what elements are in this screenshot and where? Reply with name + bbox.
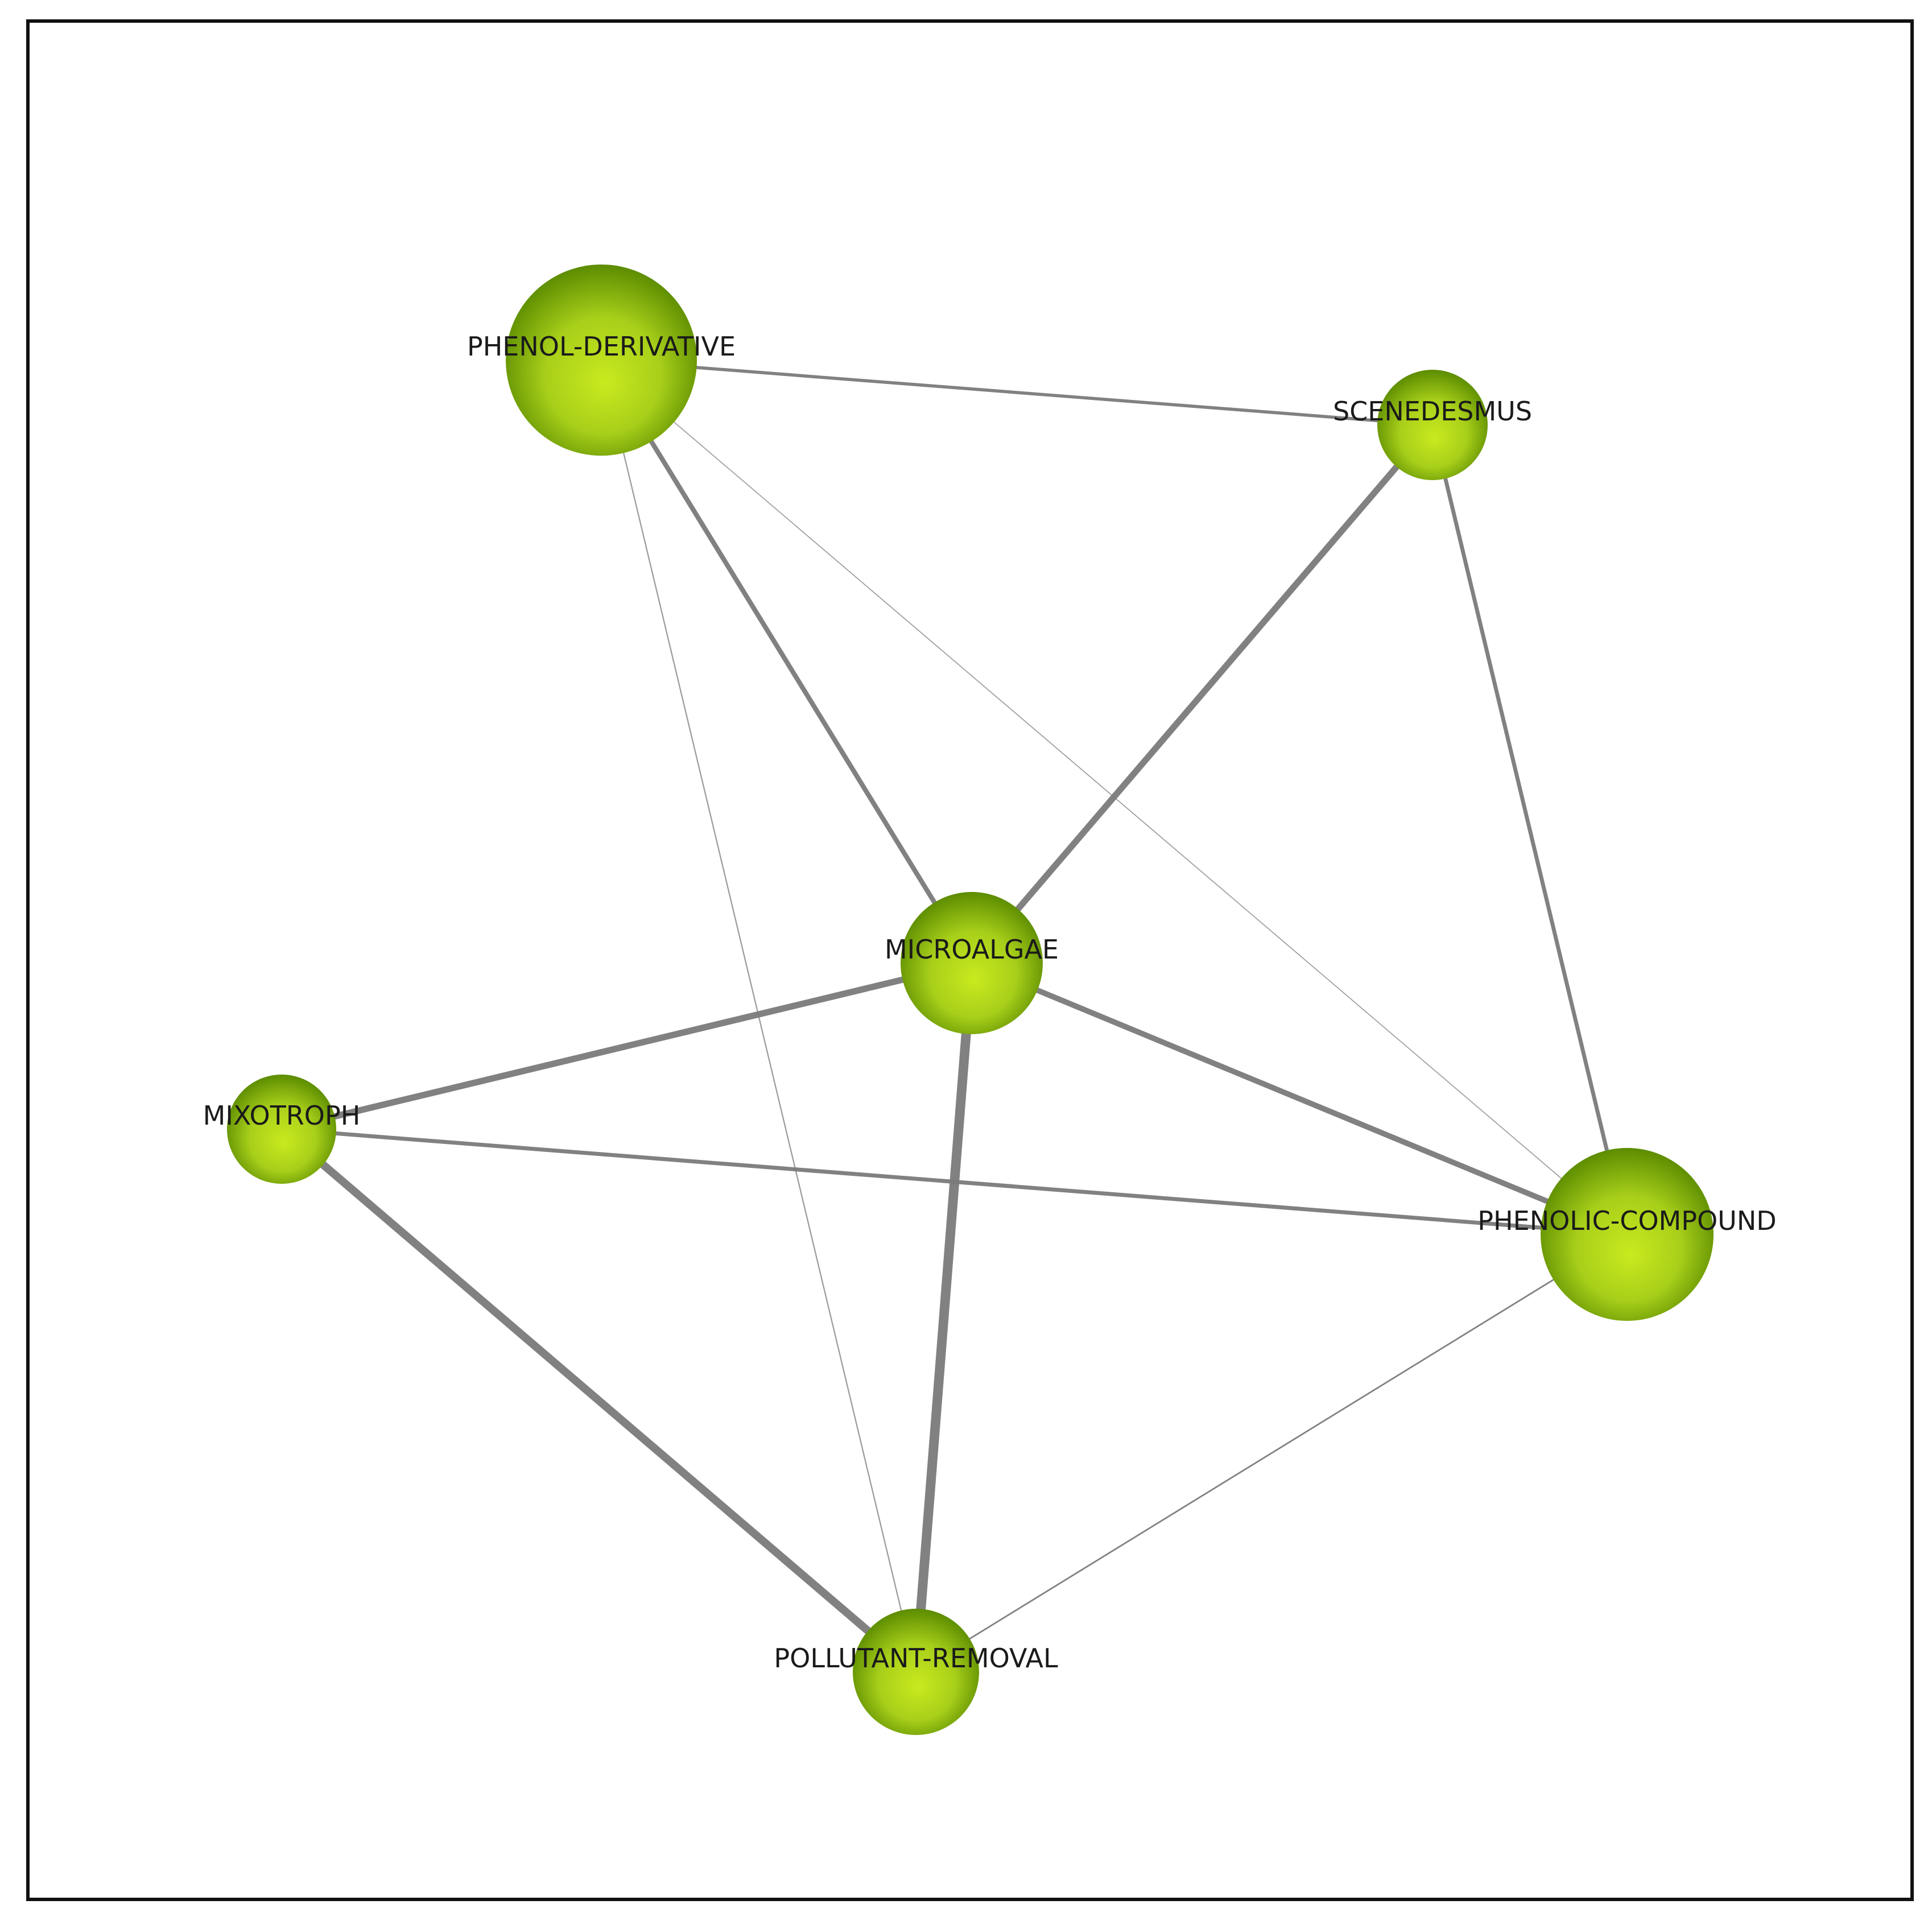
node-phenolic-compound[interactable] [1541,1148,1714,1321]
labels-layer: PHENOL-DERIVATIVE SCENEDESMUS MICROALGAE MI… [203,331,1777,1674]
node-mixotroph[interactable] [227,1075,336,1184]
node-label-mixotroph: MIXOTROPH [203,1100,361,1131]
edge-scenedesmus-phenolic-compound [1430,423,1629,1237]
node-microalgae[interactable] [901,892,1043,1034]
node-scenedesmus[interactable] [1377,370,1488,480]
node-phenol-derivative[interactable] [506,265,697,456]
nodes-layer [227,265,1714,1735]
edge-phenol-derivative-scenedesmus [600,358,1434,427]
node-pollutant-removal[interactable] [853,1609,979,1735]
edge-microalgae-phenolic-compound [969,960,1630,1237]
edge-microalgae-pollutant-removal [911,958,977,1677]
edge-phenol-derivative-microalgae [598,357,975,966]
edge-phenolic-compound-pollutant-removal [915,1233,1628,1673]
node-label-phenol-derivative: PHENOL-DERIVATIVE [467,331,736,362]
edge-scenedesmus-microalgae [968,422,1436,966]
node-label-scenedesmus: SCENEDESMUS [1333,396,1532,427]
edge-mixotroph-phenolic-compound [279,1127,1629,1237]
edge-microalgae-mixotroph [278,960,975,1133]
node-label-pollutant-removal: POLLUTANT-REMOVAL [774,1643,1058,1674]
edges-layer [278,357,1630,1677]
node-label-microalgae: MICROALGAE [885,934,1059,965]
node-label-phenolic-compound: PHENOLIC-COMPOUND [1477,1205,1776,1236]
edge-mixotroph-pollutant-removal [278,1125,920,1676]
